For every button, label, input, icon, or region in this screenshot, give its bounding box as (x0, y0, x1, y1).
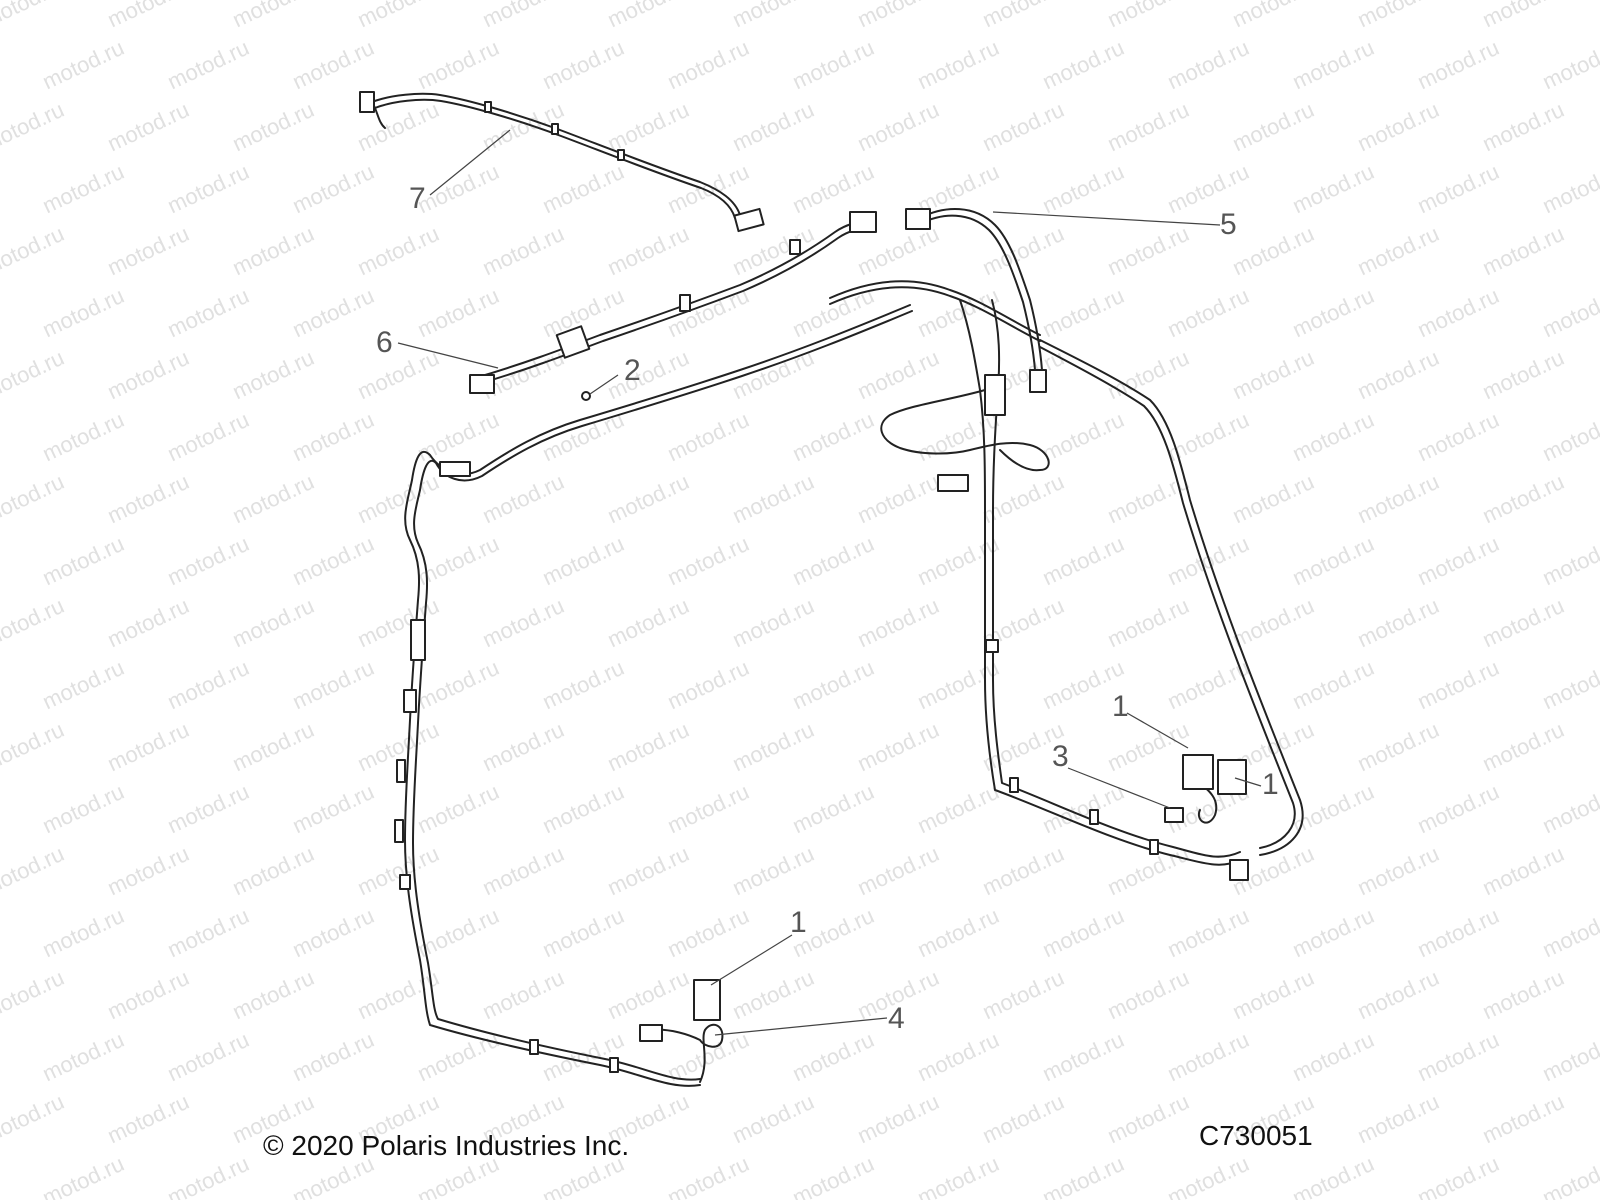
callout-2: 2 (624, 354, 641, 387)
callout-1b: 1 (1262, 768, 1279, 801)
callouts: 7 5 6 2 1 3 1 1 4 (376, 182, 1279, 1035)
relay-block-1 (1182, 754, 1214, 790)
relay-block-2 (1217, 759, 1247, 795)
copyright-text: © 2020 Polaris Industries Inc. (263, 1130, 630, 1161)
leader-lines (397, 129, 1262, 1036)
callout-4: 4 (888, 1002, 905, 1035)
harness-5 (905, 208, 1047, 393)
clip-2 (581, 391, 591, 401)
callout-1c: 1 (790, 906, 807, 939)
diagram-code: C730051 (1199, 1120, 1313, 1151)
main-harness-right (880, 299, 1304, 881)
harness-6 (469, 211, 877, 394)
connector-3 (1164, 807, 1184, 823)
callout-5: 5 (1220, 208, 1237, 241)
harness-4 (639, 979, 724, 1083)
callout-3: 3 (1052, 740, 1069, 773)
callout-1a: 1 (1112, 690, 1129, 723)
callout-6: 6 (376, 326, 393, 359)
callout-7: 7 (409, 182, 426, 215)
harness-7 (359, 91, 765, 233)
main-harness-left (394, 280, 1041, 1087)
